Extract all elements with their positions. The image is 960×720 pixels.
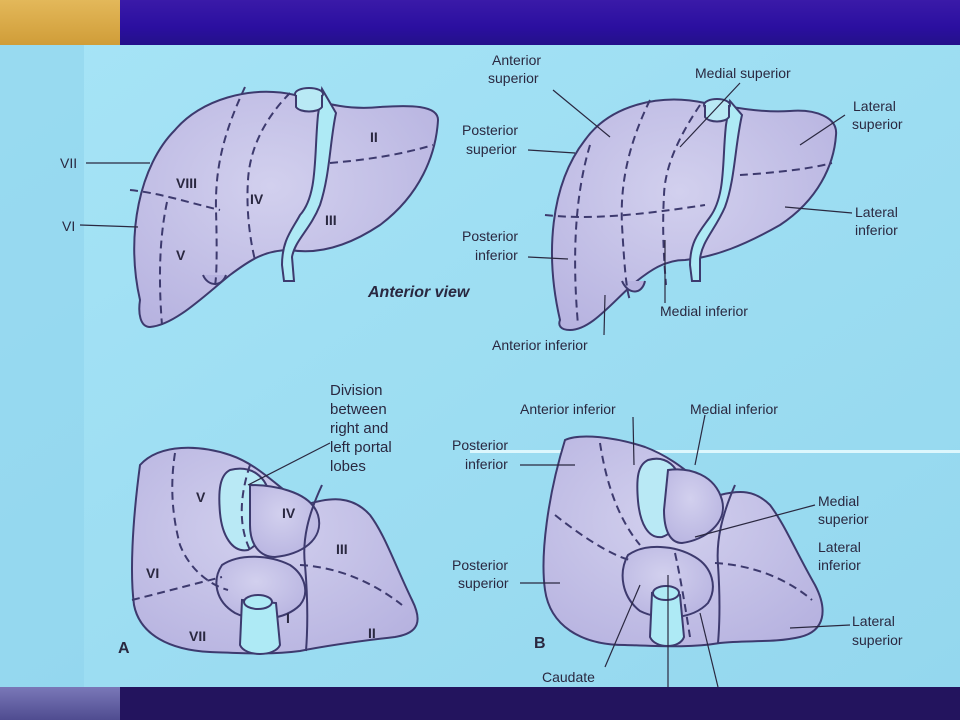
segment-ii-bottom: II <box>368 625 376 641</box>
label-anterior-superior-2: superior <box>488 70 539 86</box>
anterior-view-caption: Anterior view <box>367 284 471 301</box>
division-label-2: between <box>330 401 387 418</box>
label-vi-top: VI <box>62 218 75 234</box>
label-medial-inferior-bottom: Medial inferior <box>690 401 778 417</box>
label-lateral-inferior-bottom-1: Lateral <box>818 539 861 555</box>
segment-iii-top: III <box>325 212 337 228</box>
label-lateral-superior-top-2: superior <box>852 116 903 132</box>
label-medial-inferior-top: Medial inferior <box>660 303 748 319</box>
label-medial-superior-bottom-1: Medial <box>818 493 859 509</box>
label-posterior-inferior-bottom-1: Posterior <box>452 437 508 453</box>
label-medial-superior-bottom-2: superior <box>818 511 869 527</box>
division-label-5: lobes <box>330 458 366 475</box>
liver-anterior-numbered <box>129 86 440 329</box>
panel-letter-a: A <box>118 640 130 657</box>
liver-inferior-regions <box>542 435 824 648</box>
segment-v-bottom: V <box>196 489 206 505</box>
division-label-3: right and <box>330 420 388 437</box>
title-accent-block <box>0 0 120 45</box>
label-lateral-superior-bottom-2: superior <box>852 632 903 648</box>
label-caudate: Caudate <box>542 669 595 685</box>
segment-viii: VIII <box>176 175 197 191</box>
label-anterior-inferior-top: Anterior inferior <box>492 337 588 353</box>
label-posterior-superior-bottom-2: superior <box>458 575 509 591</box>
label-vii-top: VII <box>60 155 77 171</box>
label-posterior-inferior-bottom-2: inferior <box>465 456 508 472</box>
liver-inferior-numbered <box>131 446 419 655</box>
glare-line <box>470 450 960 453</box>
label-medial-superior-top: Medial superior <box>695 65 791 81</box>
label-posterior-superior-bottom-1: Posterior <box>452 557 508 573</box>
label-posterior-inferior-1: Posterior <box>462 228 518 244</box>
label-posterior-superior-1: Posterior <box>462 122 518 138</box>
title-bar <box>0 0 960 45</box>
paper-left-shadow <box>0 45 84 687</box>
label-lateral-inferior-top-1: Lateral <box>855 204 898 220</box>
label-posterior-inferior-2: inferior <box>475 247 518 263</box>
label-lateral-superior-bottom-1: Lateral <box>852 613 895 629</box>
label-posterior-superior-2: superior <box>466 141 517 157</box>
division-label-4: left portal <box>330 439 392 456</box>
footer-bar <box>0 687 960 720</box>
label-lateral-superior-top-1: Lateral <box>853 98 896 114</box>
footer-accent-block <box>0 687 120 720</box>
segment-vi-bottom: VI <box>146 565 159 581</box>
panel-letter-b: B <box>534 635 546 652</box>
segment-v-top: V <box>176 247 186 263</box>
division-label-1: Division <box>330 382 383 399</box>
segment-i: I <box>286 610 290 626</box>
segment-ii-top: II <box>370 129 378 145</box>
segment-vii-bottom: VII <box>189 628 206 644</box>
segment-iv-top: IV <box>250 191 264 207</box>
liver-anterior-regions <box>544 98 838 332</box>
label-lateral-inferior-top-2: inferior <box>855 222 898 238</box>
leader-lines <box>79 82 853 687</box>
segment-iii-bottom: III <box>336 541 348 557</box>
liver-segments-photo: VII VI VIII IV V II III Anterior view An… <box>0 45 960 687</box>
label-anterior-superior-1: Anterior <box>492 52 541 68</box>
label-lateral-inferior-bottom-2: inferior <box>818 557 861 573</box>
segment-iv-bottom: IV <box>282 505 296 521</box>
label-anterior-inferior-bottom: Anterior inferior <box>520 401 616 417</box>
